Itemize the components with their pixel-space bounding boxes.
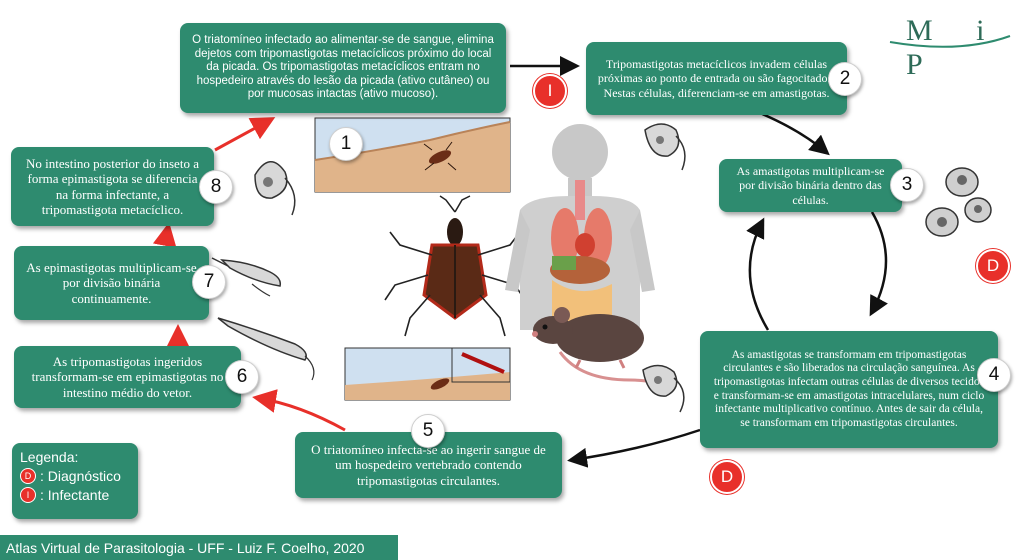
step-4-box: As amastigotas se transformam em tripoma… xyxy=(700,331,998,448)
legend-row-diagnostico: D : Diagnóstico xyxy=(20,468,130,484)
step-6-text: As tripomastigotas ingeridos transformam… xyxy=(31,354,224,400)
step-5-text: O triatomíneo infecta-se ao ingerir sang… xyxy=(311,442,546,488)
arrow-5-to-6 xyxy=(252,389,346,432)
step-6-number: 6 xyxy=(225,360,259,394)
arrow-4-to-5 xyxy=(567,428,701,468)
arrow-3-to-4 xyxy=(869,211,888,317)
arrow-7-to-8 xyxy=(152,222,177,248)
rat-illustration xyxy=(532,307,670,392)
trypomastigote-illustration-8 xyxy=(254,161,296,216)
arrow-8-to-1 xyxy=(214,117,276,152)
step-3-text: As amastigotas multiplicam-se por divisã… xyxy=(736,164,885,207)
step-8-number: 8 xyxy=(199,170,233,204)
triatomine-bug-illustration xyxy=(384,195,526,337)
epimastigote-illustration-7 xyxy=(211,257,282,297)
step-2-box: Tripomastigotas metacíclicos invadem cél… xyxy=(586,42,847,115)
arrow-4-to-3 xyxy=(746,217,770,331)
step-5-number: 5 xyxy=(411,414,445,448)
arrow-2-to-3 xyxy=(759,111,830,156)
step-1-number: 1 xyxy=(329,127,363,161)
legend-infectante-icon: I xyxy=(20,487,36,503)
step-7-text: As epimastigotas multiplicam-se por divi… xyxy=(26,260,197,306)
legend-title: Legenda: xyxy=(20,449,79,465)
step-2-text: Tripomastigotas metacíclicos invadem cél… xyxy=(597,57,836,100)
legend-row-infectante: I : Infectante xyxy=(20,487,130,503)
diagnostico-badge-amastigote: D xyxy=(976,249,1010,283)
human-body-illustration xyxy=(505,124,655,330)
mip-logo: M i P xyxy=(906,14,1003,81)
step-8-text: No intestino posterior do inseto a forma… xyxy=(26,155,199,217)
step-2-number: 2 xyxy=(828,62,862,96)
logo-swoosh xyxy=(889,35,1011,48)
legend: Legenda: D : Diagnóstico I : Infectante xyxy=(12,443,138,519)
legend-infectante-label: : Infectante xyxy=(40,487,110,503)
skin-panel-bite-5 xyxy=(344,347,511,401)
step-6-box: As tripomastigotas ingeridos transformam… xyxy=(14,346,241,408)
legend-diagnostico-label: : Diagnóstico xyxy=(40,468,121,484)
trypomastigote-illustration-2 xyxy=(644,123,686,171)
step-8-box: No intestino posterior do inseto a forma… xyxy=(11,147,214,226)
diagnostico-badge-trypomastigote: D xyxy=(710,460,744,494)
amastigote-cluster-illustration xyxy=(925,167,992,237)
trypomastigote-illustration-4 xyxy=(642,364,685,413)
legend-diagnostico-icon: D xyxy=(20,468,36,484)
step-7-box: As epimastigotas multiplicam-se por divi… xyxy=(14,246,209,320)
footer-credit: Atlas Virtual de Parasitologia - UFF - L… xyxy=(0,535,398,560)
step-1-box: O triatomíneo infectado ao alimentar-se … xyxy=(180,23,506,113)
step-4-text: As amastigotas se transformam em tripoma… xyxy=(713,348,985,429)
step-3-number: 3 xyxy=(890,168,924,202)
step-3-box: As amastigotas multiplicam-se por divisã… xyxy=(719,159,902,212)
step-1-text: O triatomíneo infectado ao alimentar-se … xyxy=(192,34,494,101)
step-7-number: 7 xyxy=(192,265,226,299)
epimastigote-illustration-6 xyxy=(217,317,315,381)
infectante-badge: I xyxy=(533,74,567,108)
step-4-number: 4 xyxy=(977,358,1011,392)
